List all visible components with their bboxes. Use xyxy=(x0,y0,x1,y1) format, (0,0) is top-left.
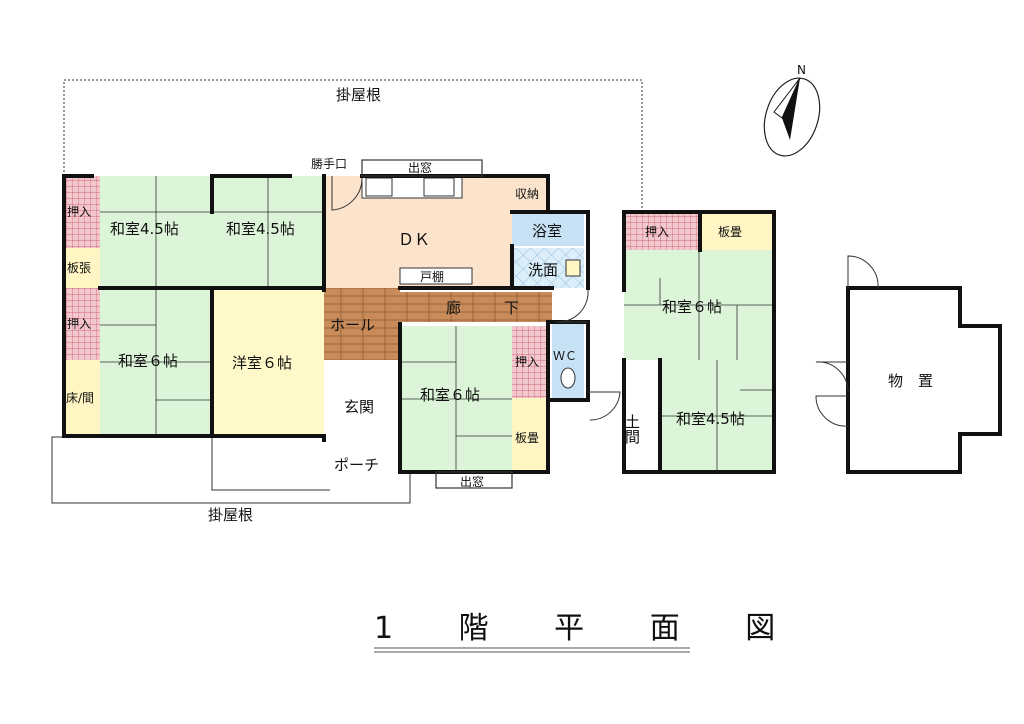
alcove-area xyxy=(64,360,100,436)
corridor-label-1: 廊 xyxy=(446,299,461,317)
washroom-label: 洗面 xyxy=(528,261,558,279)
closet-left-bottom-label: 押入 xyxy=(67,317,91,331)
board-floor-left xyxy=(64,248,100,288)
hall-label: ホール xyxy=(330,316,375,334)
cupboard-label: 戸棚 xyxy=(420,269,444,284)
corridor-floor xyxy=(400,292,552,322)
corridor-label-2: 下 xyxy=(504,299,519,317)
shed-label: 物 置 xyxy=(888,372,933,390)
roof-label-top: 掛屋根 xyxy=(336,86,381,104)
title-underline xyxy=(374,647,690,653)
annex-tatami-lines xyxy=(624,250,774,472)
board-floor-annex-label: 板畳 xyxy=(718,225,742,239)
wash-basin-icon xyxy=(565,259,581,277)
room-yo6 xyxy=(212,288,324,436)
room-yo6-label: 洋室６帖 xyxy=(232,354,292,372)
wc-label: ＷＣ xyxy=(553,349,577,363)
shed-walls xyxy=(846,286,1002,474)
door-swings xyxy=(331,176,621,421)
room-wa45-mid-label: 和室4.5帖 xyxy=(226,220,295,238)
closet-center-label: 押入 xyxy=(515,355,539,369)
closet-left-bottom xyxy=(64,288,100,360)
closet-annex xyxy=(624,212,700,250)
roof-outline-bottom xyxy=(51,436,411,504)
earthen-floor-area xyxy=(624,360,660,472)
room-wa45-right-label: 和室4.5帖 xyxy=(676,410,745,428)
compass-icon xyxy=(763,77,821,157)
board-floor-left-label: 板張 xyxy=(67,261,91,275)
entrance-label: 玄関 xyxy=(344,398,374,416)
roof-inner-line xyxy=(211,437,330,491)
earthen-floor-label: 土間 xyxy=(623,414,641,445)
plan-title: 1 階 平 面 図 xyxy=(374,611,803,646)
room-wa6-right-label: 和室６帖 xyxy=(662,298,722,316)
storage-dk-label: 収納 xyxy=(515,187,539,201)
room-wa6-left-label: 和室６帖 xyxy=(118,352,178,370)
roof-outline-top xyxy=(63,79,643,210)
porch-label: ポーチ xyxy=(334,456,379,474)
tatami-lines xyxy=(100,176,512,472)
bath-area xyxy=(512,212,584,246)
toilet-icon xyxy=(560,367,576,389)
shed-door-side xyxy=(815,361,849,427)
closet-annex-label: 押入 xyxy=(645,225,669,239)
closet-center xyxy=(512,326,548,398)
alcove-label: 床/間 xyxy=(66,391,94,405)
room-wa45-left-label: 和室4.5帖 xyxy=(110,220,179,238)
roof-label-bottom: 掛屋根 xyxy=(208,506,253,524)
storage-dk xyxy=(512,176,548,210)
closet-left-top xyxy=(64,176,100,248)
bay-window-bottom-frame xyxy=(435,471,513,489)
room-wa6-center-label: 和室６帖 xyxy=(420,386,480,404)
bath-label: 浴室 xyxy=(532,222,562,240)
service-door-label: 勝手口 xyxy=(311,156,347,171)
closet-left-top-label: 押入 xyxy=(67,205,91,219)
compass-north-label: N xyxy=(797,63,806,77)
entrance-area xyxy=(324,360,400,436)
annex-walls xyxy=(622,210,776,474)
cupboard-box xyxy=(399,267,473,285)
bay-window-top-frame xyxy=(361,159,483,177)
board-floor-center-label: 板畳 xyxy=(515,431,539,445)
board-floor-annex xyxy=(700,212,774,250)
kitchen-counter xyxy=(361,175,463,199)
hall-floor xyxy=(324,288,400,360)
dk-label: ＤＫ xyxy=(398,230,430,249)
board-floor-center xyxy=(512,398,548,472)
bay-window-bottom-label: 出窓 xyxy=(460,474,484,489)
shed-door-top xyxy=(847,255,879,289)
bay-window-top-label: 出窓 xyxy=(408,160,432,175)
